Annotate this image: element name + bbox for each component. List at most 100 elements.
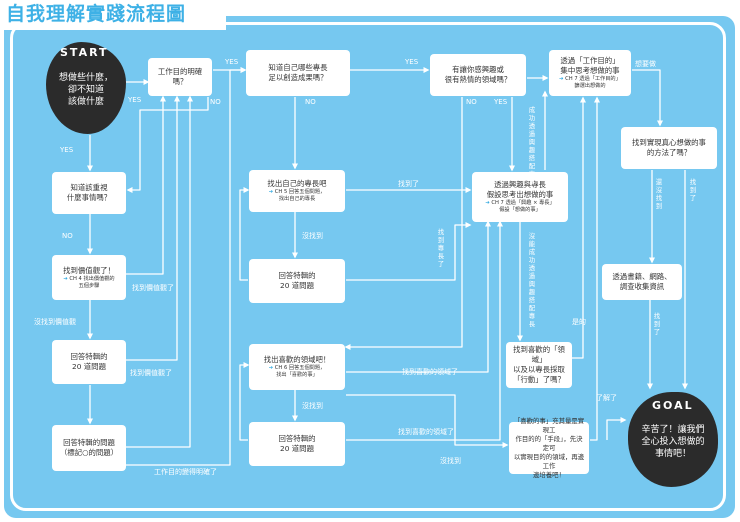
edge-b10-b9	[239, 362, 250, 441]
box-found-values: 找到價值觀了！ ➔ CH 4 找出價值觀的 五個步驟	[52, 255, 126, 300]
arrow-icon: ➔	[485, 200, 490, 206]
box-hypothesis-text: 透過興趣與專長 假設思考出想做的事	[486, 180, 554, 199]
edge-b5-b1	[125, 95, 193, 448]
label-yes-b13: 是的	[572, 318, 586, 326]
page-title: 自我理解實踐流程圖	[6, 3, 187, 25]
edge-b14-b15	[590, 96, 600, 441]
arrow-icon: ➔	[559, 76, 564, 82]
box-found-values-text: 找到價值觀了！	[63, 265, 115, 275]
box-find-strength-subtext: CH 5 回答五個問題， 找出自己的專長	[274, 189, 326, 202]
box-research: 透過書籍、網路、 調查收集資訊	[602, 264, 682, 300]
box-field-action-text: 找到喜歡的「領域」 以及以專長採取 「行動」了嗎？	[513, 345, 565, 384]
box-method-found: 找到實現真心想做的事 的方法了嗎？	[621, 127, 717, 169]
label-found-strength2: 找到專長了	[437, 228, 445, 268]
arrow-icon: ➔	[63, 275, 68, 282]
edge-b4-b1	[125, 95, 180, 361]
label-yes-b6: YES	[405, 58, 419, 66]
box-answer-20-b-text: 回答特輯的 20 道問題	[278, 271, 316, 290]
box-answer-marked: 回答特輯的問題 （標記○的問題）	[52, 425, 126, 471]
label-understood: 了解了	[596, 394, 617, 402]
label-found-b16: 找到了	[689, 178, 697, 202]
arrow-icon: ➔	[268, 189, 274, 195]
box-hypothesis-sub: ➔ CH 7 透過「興趣 × 專長」 假設「想做的事」	[485, 200, 554, 214]
box-found-values-sub: ➔ CH 4 找出價值觀的 五個步驟	[63, 276, 114, 290]
box-means-note: 「喜歡的事」充其量是實現工 作目的的「手段」，先決定可 以實現目的的領域，再邊工…	[509, 417, 589, 479]
edge-b3-b1	[125, 95, 166, 275]
label-tired: 想要做	[635, 60, 656, 68]
box-answer-20-a-text: 回答特輯的 20 道問題	[70, 352, 108, 371]
label-yes-start-b1: YES	[128, 96, 142, 104]
box-answer-20-b: 回答特輯的 20 道問題	[249, 259, 345, 303]
box-find-strength: 找出自己的專長吧 ➔ CH 5 回答五個問題， 找出自己的專長	[249, 170, 345, 212]
title-backdrop	[0, 0, 226, 30]
box-purpose-clear: 工作目的明確嗎？	[148, 58, 212, 96]
label-found-b17: 找到了	[653, 312, 661, 336]
box-find-field-sub: ➔ CH 6 回答五個問題， 找出「喜歡的事」	[269, 365, 325, 379]
box-find-field-subtext: CH 6 回答五個問題， 找出「喜歡的事」	[274, 365, 326, 378]
box-purpose-focus: 透過「工作目的」 集中思考想做的事 ➔ CH 7 透過「工作目的」 篩選出想做的	[549, 50, 631, 96]
box-answer-marked-text: 回答特輯的問題 （標記○的問題）	[59, 438, 119, 457]
start-text: 想做些什麼， 卻不知道 該做什麼	[58, 73, 113, 107]
edge-b15-b16	[632, 69, 663, 127]
label-found-field2: 找到喜歡的領域了	[398, 428, 454, 436]
label-found-values2: 找到價值觀了	[130, 369, 172, 377]
edge-b14-goal	[606, 417, 627, 440]
box-research-text: 透過書籍、網路、 調查收集資訊	[612, 272, 672, 291]
edge-b13-b15	[572, 96, 586, 359]
edge-b8-b7	[239, 187, 250, 281]
arrow-icon: ➔	[268, 365, 274, 371]
box-answer-20-a: 回答特輯的 20 道問題	[52, 340, 126, 384]
goal-node: GOAL 辛苦了！讓我們 全心投入想做的 事情吧！	[628, 392, 718, 487]
box-found-values-subtext: CH 4 找出價值觀的 五個步驟	[69, 275, 115, 289]
box-purpose-clear-text: 工作目的明確嗎？	[157, 67, 203, 86]
box-field-action: 找到喜歡的「領域」 以及以專長採取 「行動」了嗎？	[506, 342, 572, 388]
box-answer-20-c: 回答特輯的 20 道問題	[249, 422, 345, 466]
edge-b5-b6	[125, 67, 247, 466]
label-success-match: 成功透過興趣搭配專長	[528, 106, 536, 186]
box-know-values: 知道該重視 什麼事情嗎？	[52, 172, 126, 214]
label-found-strength: 找到了	[398, 180, 419, 188]
label-fail-match: 沒能成功透過興趣搭配專長	[528, 232, 536, 328]
box-find-field: 找出喜歡的領域吧！ ➔ CH 6 回答五個問題， 找出「喜歡的事」	[249, 344, 345, 390]
box-answer-20-c-text: 回答特輯的 20 道問題	[278, 434, 316, 453]
label-not-found-b10: 沒找到	[440, 457, 461, 465]
edge-b9-b12	[346, 220, 491, 373]
edge-b11-no-b9	[344, 97, 463, 350]
label-not-found-b16: 還沒找到	[655, 178, 663, 210]
label-not-found-field: 沒找到	[302, 402, 323, 410]
goal-tag: GOAL	[652, 399, 694, 412]
label-yes-b11: YES	[494, 98, 508, 106]
label-purpose-clear: 工作目的變得明確了	[154, 468, 217, 476]
label-not-found-strength: 沒找到	[302, 232, 323, 240]
box-hypothesis: 透過興趣與專長 假設思考出想做的事 ➔ CH 7 透過「興趣 × 專長」 假設「…	[472, 172, 568, 222]
box-hypothesis-subtext: CH 7 透過「興趣 × 專長」 假設「想做的事」	[491, 200, 555, 213]
label-found-field: 找到喜歡的領域了	[402, 368, 458, 376]
edge-b8-b12	[346, 222, 472, 281]
box-find-field-text: 找出喜歡的領域吧！	[263, 355, 331, 364]
box-purpose-focus-subtext: CH 7 透過「工作目的」 篩選出想做的	[565, 76, 621, 89]
label-yes-start: YES	[60, 146, 74, 154]
box-find-strength-text: 找出自己的專長吧	[267, 179, 327, 188]
label-yes-b1-b6: YES	[225, 58, 239, 66]
box-interest-field-text: 有讓你感興趣或 很有熱情的領域嗎？	[444, 65, 512, 84]
box-know-strength-text: 知道自己哪些專長 足以創造成果嗎？	[268, 63, 328, 82]
edge-b10-b12	[346, 220, 503, 441]
box-find-strength-sub: ➔ CH 5 回答五個問題， 找出自己的專長	[269, 189, 325, 203]
label-found-values: 找到價值觀了	[132, 284, 174, 292]
goal-text: 辛苦了！讓我們 全心投入想做的 事情吧！	[641, 425, 705, 459]
box-interest-field: 有讓你感興趣或 很有熱情的領域嗎？	[430, 54, 526, 96]
label-no-b1: NO	[210, 98, 221, 106]
label-no-b11: NO	[466, 98, 477, 106]
edge-b1-b2	[126, 97, 209, 193]
box-purpose-focus-sub: ➔ CH 7 透過「工作目的」 篩選出想做的	[559, 76, 621, 90]
box-know-values-text: 知道該重視 什麼事情嗎？	[66, 183, 112, 202]
label-no-b2: NO	[62, 232, 73, 240]
box-method-found-text: 找到實現真心想做的事 的方法了嗎？	[632, 138, 706, 157]
flowchart-frame	[10, 22, 726, 511]
edge-b9-b14	[346, 394, 509, 448]
box-know-strength: 知道自己哪些專長 足以創造成果嗎？	[246, 50, 350, 96]
label-no-values: 沒找到價值觀	[34, 318, 76, 326]
label-no-b6: NO	[305, 98, 316, 106]
